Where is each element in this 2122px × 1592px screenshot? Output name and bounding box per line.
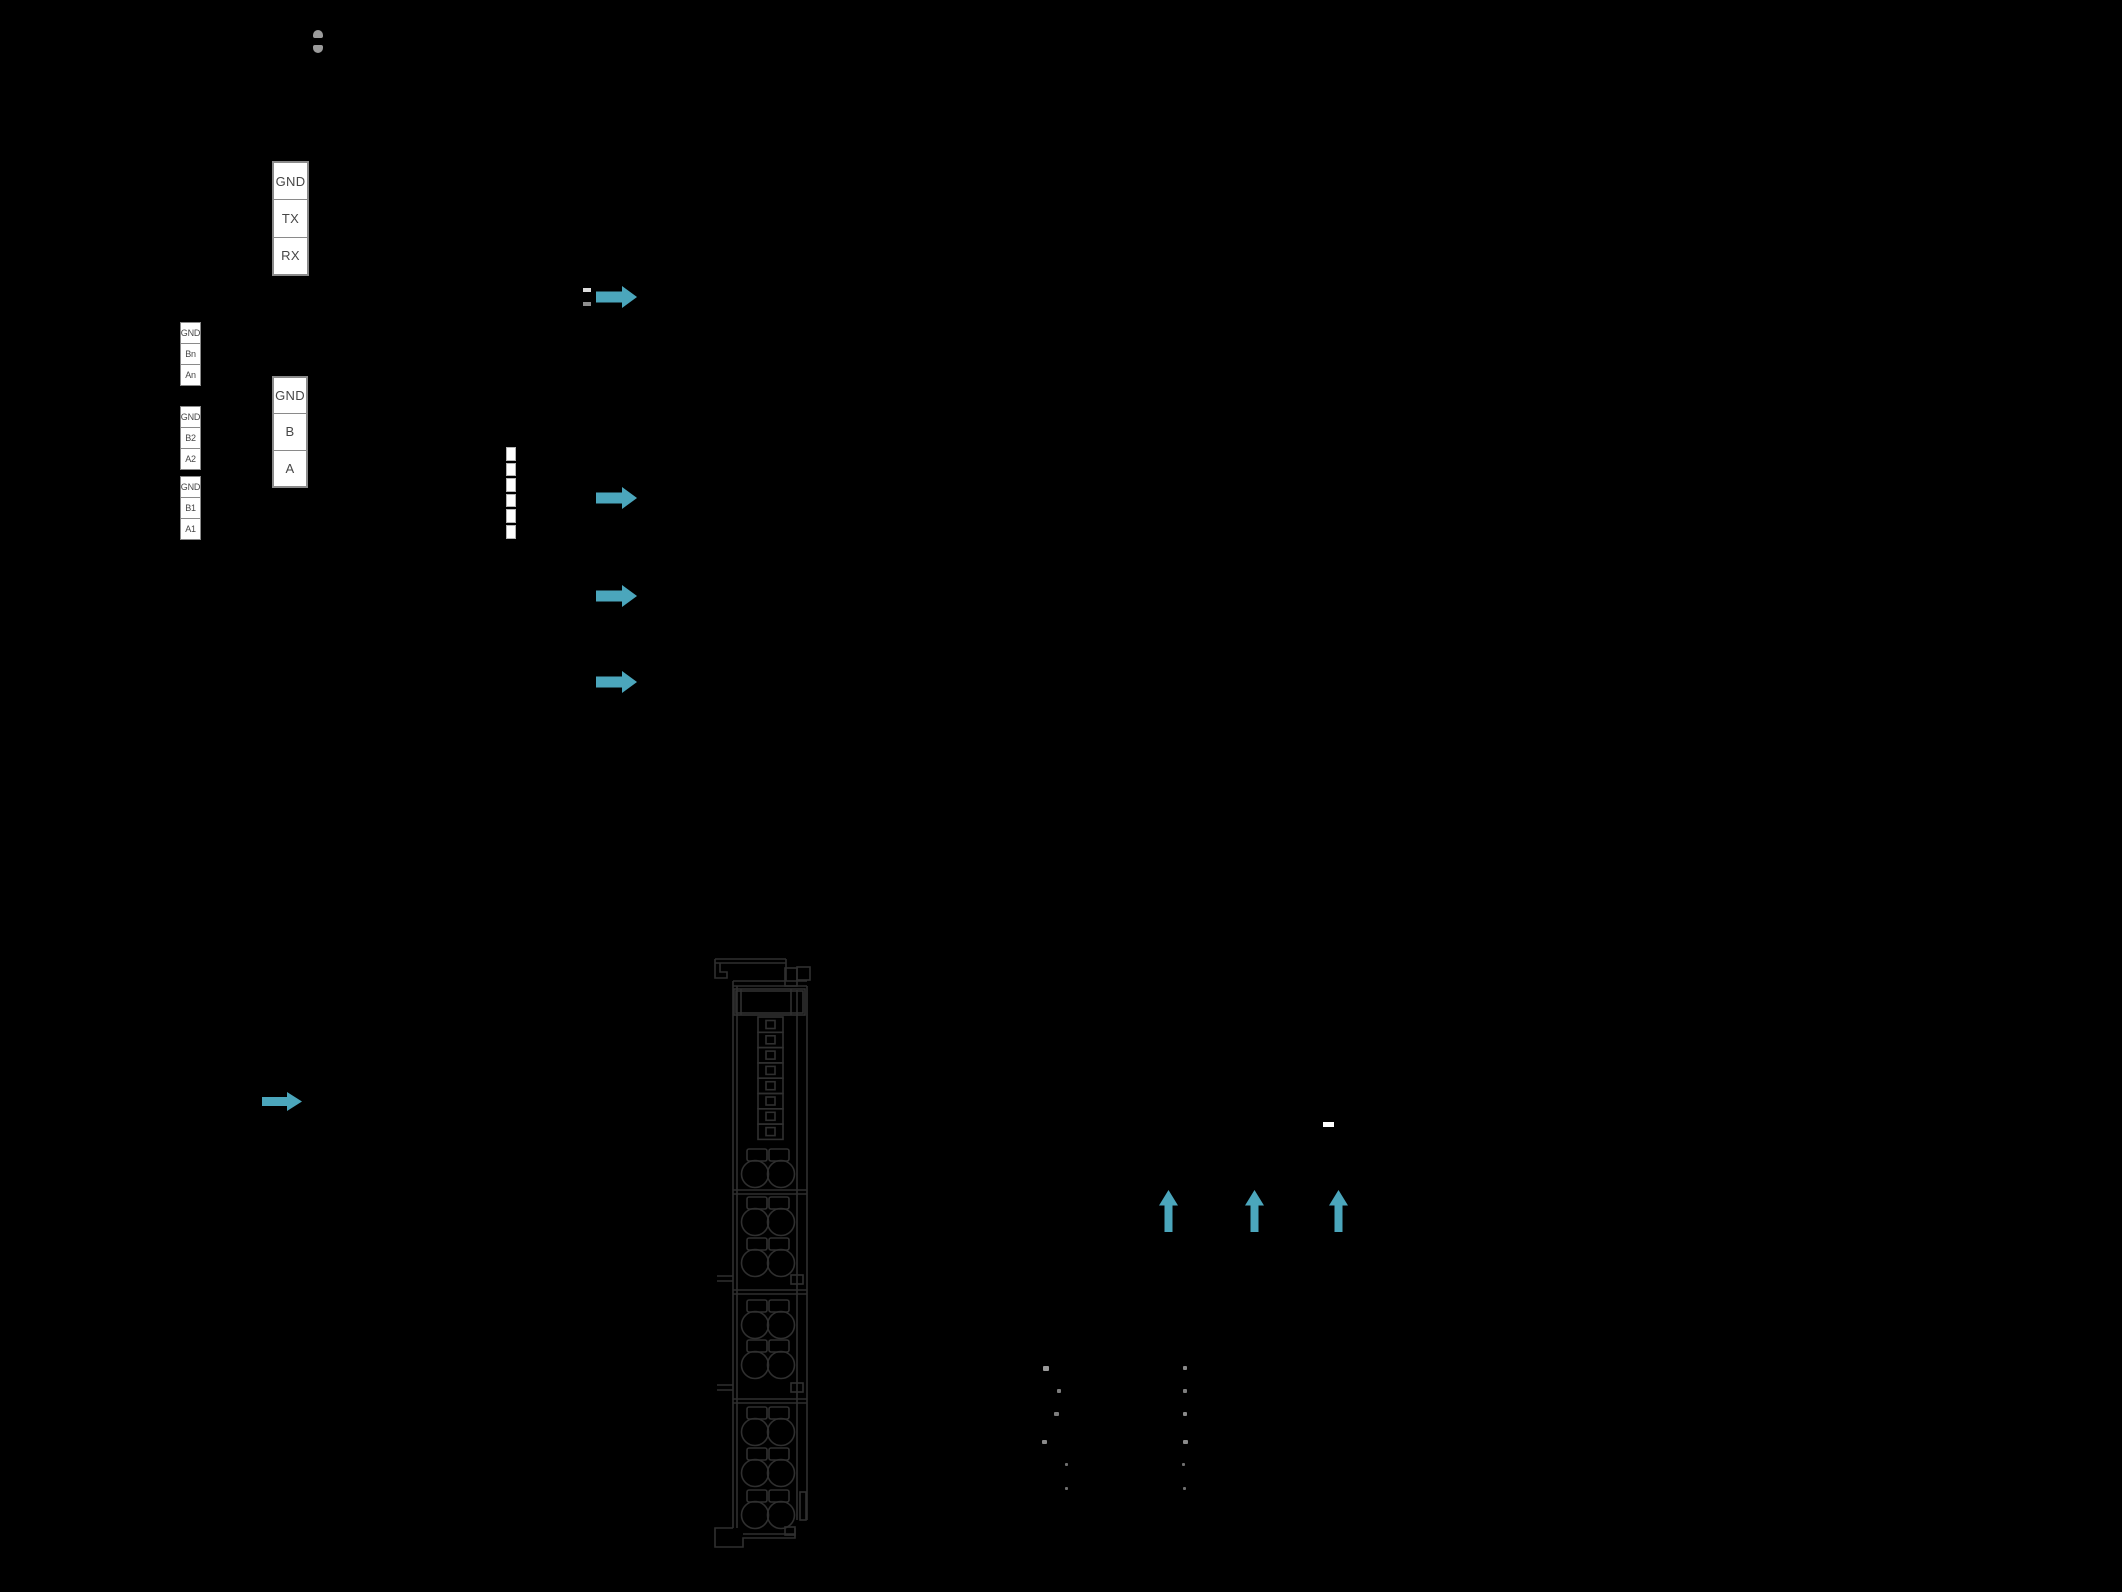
residual-mark xyxy=(1065,1487,1068,1490)
pin-label: GND xyxy=(180,482,201,492)
pin-cell: An xyxy=(181,364,200,385)
module-rail-foot xyxy=(714,1526,796,1548)
module-label-window xyxy=(733,988,806,1016)
flow-arrow-up-2 xyxy=(1245,1190,1264,1232)
legend-dash-bottom xyxy=(583,302,591,306)
flow-arrow-right-3 xyxy=(596,585,637,607)
residual-mark xyxy=(1043,1366,1049,1371)
residual-mark xyxy=(1183,1389,1187,1393)
pin-label: B xyxy=(285,424,295,440)
pin-label: GND xyxy=(275,388,305,404)
flow-arrow-right-2 xyxy=(596,487,637,509)
residual-mark xyxy=(1183,1440,1188,1444)
pin-cell: A1 xyxy=(181,518,200,539)
dip-switch-4 xyxy=(506,493,516,508)
terminal-module-drawing xyxy=(714,958,811,1548)
rs232-pin-box: GND TX RX xyxy=(272,161,309,276)
rs485-pin-box: GND B A xyxy=(272,376,308,488)
dip-switch-block xyxy=(506,447,516,539)
pin-label: RX xyxy=(281,248,300,264)
dip-switch-3 xyxy=(506,478,516,492)
pin-cell: B2 xyxy=(181,427,200,448)
module-body xyxy=(732,980,808,1528)
dip-switch-2 xyxy=(506,462,516,477)
pin-cell: Bn xyxy=(181,343,200,364)
pin-label: B1 xyxy=(185,503,196,513)
pin-label: Bn xyxy=(185,349,196,359)
bus-device-1-pin-box: GND B1 A1 xyxy=(180,476,201,540)
residual-mark xyxy=(1057,1389,1061,1393)
pin-cell: GND xyxy=(180,477,201,497)
residual-mark xyxy=(1065,1463,1068,1466)
pin-cell: A2 xyxy=(181,448,200,469)
pin-cell: TX xyxy=(274,199,307,236)
flow-arrow-up-1 xyxy=(1159,1190,1178,1232)
bus-device-n-pin-box: GND Bn An xyxy=(180,322,201,386)
flow-arrow-up-3 xyxy=(1329,1190,1348,1232)
pin-cell: A xyxy=(274,449,306,486)
pin-cell: GND xyxy=(180,323,201,343)
pin-label: A1 xyxy=(185,524,196,534)
residual-mark xyxy=(1183,1487,1186,1490)
pin-cell: GND xyxy=(274,163,307,199)
pin-label: A2 xyxy=(185,454,196,464)
residual-mark xyxy=(1042,1440,1047,1444)
pin-label: TX xyxy=(281,210,300,226)
flow-arrow-right-1 xyxy=(596,286,637,308)
dip-switch-6 xyxy=(506,524,516,539)
pin-cell: GND xyxy=(180,407,201,427)
residual-mark xyxy=(1054,1412,1059,1416)
minus-dash xyxy=(1323,1122,1334,1127)
residual-mark xyxy=(1183,1366,1187,1370)
module-rail-clip xyxy=(714,958,811,987)
pin-cell: B xyxy=(274,413,306,449)
pin-label: GND xyxy=(180,412,201,422)
pin-label: B2 xyxy=(185,433,196,443)
pin-cell: B1 xyxy=(181,497,200,518)
legend-dash-top xyxy=(583,288,591,292)
pin-label: An xyxy=(185,370,196,380)
residual-mark xyxy=(1183,1412,1187,1416)
pin-cell: RX xyxy=(274,236,307,274)
connector-dot-top-icon xyxy=(313,30,323,38)
module-terminal-rows xyxy=(717,1148,807,1530)
pin-label: A xyxy=(285,460,295,476)
flow-arrow-right-small xyxy=(262,1092,302,1111)
residual-mark xyxy=(1182,1463,1185,1466)
module-led-column xyxy=(757,1016,784,1141)
dip-switch-1 xyxy=(506,447,516,461)
flow-arrow-right-4 xyxy=(596,671,637,693)
pin-cell: GND xyxy=(274,378,306,413)
connector-dot-bottom-icon xyxy=(313,45,323,53)
pin-label: GND xyxy=(275,173,306,189)
pin-label: GND xyxy=(180,328,201,338)
dip-switch-5 xyxy=(506,509,516,523)
bus-device-2-pin-box: GND B2 A2 xyxy=(180,406,201,470)
